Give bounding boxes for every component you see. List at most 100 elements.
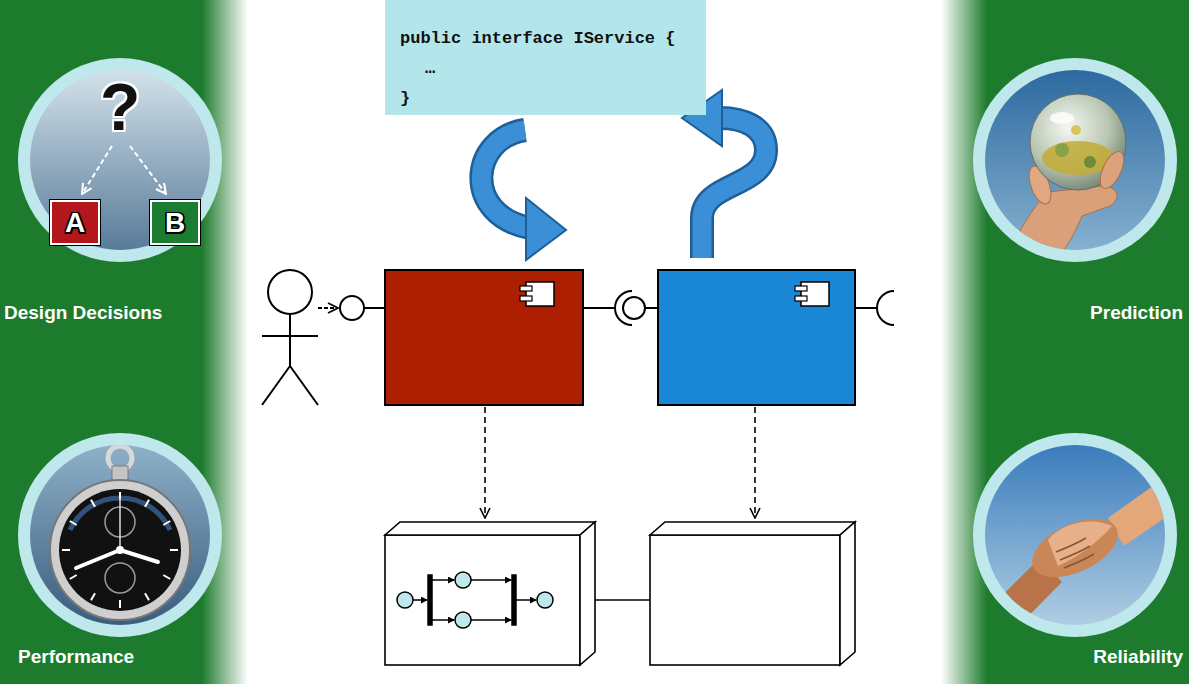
option-letter: B: [165, 208, 185, 238]
handshake-picture: [973, 433, 1182, 648]
provided-interface: [340, 296, 385, 320]
stopwatch: [163, 521, 170, 525]
reliability-circle: Reliability: [955, 430, 1189, 680]
design-decision-picture: [82, 146, 112, 194]
actor-figure: [289, 314, 291, 366]
handshake: [1056, 538, 1086, 552]
stopwatch: [76, 550, 120, 568]
crystal-ball: [1005, 94, 1129, 262]
petri-net: [537, 592, 553, 608]
petri-net: [516, 599, 536, 601]
resource-container: [650, 522, 855, 535]
stopwatch: [163, 575, 170, 579]
component-box: [520, 296, 532, 301]
crystal-ball: [1005, 186, 1117, 262]
usage-arrow: [481, 130, 530, 228]
petri-net: [512, 575, 516, 625]
assembly-connector: [583, 291, 658, 325]
usage-arrow: [682, 90, 766, 258]
stopwatch-picture: [18, 433, 222, 637]
handshake-picture: [973, 433, 1177, 637]
actor-figure: [262, 366, 290, 405]
design-decision-picture: [18, 58, 222, 262]
actor-figure: [318, 307, 338, 309]
component-box: [385, 270, 583, 405]
interface-code-box: public interface IService {…}: [385, 0, 706, 115]
stopwatch: [62, 492, 178, 608]
prediction-circle: Prediction: [955, 55, 1189, 330]
stopwatch: [145, 500, 149, 507]
crystal-ball-picture: [973, 58, 1177, 262]
petri-net: [455, 612, 471, 628]
component-box: [658, 270, 855, 405]
crystal-ball: [1055, 143, 1069, 157]
resource-container: [385, 522, 855, 665]
resource-container: [580, 522, 595, 665]
provided-interface: [364, 307, 385, 309]
handshake: [1056, 538, 1094, 568]
stopwatch: [120, 550, 158, 562]
crystal-ball: [1071, 125, 1081, 135]
handshake: [1048, 522, 1112, 566]
stopwatch: [119, 600, 121, 608]
resource-container: [840, 522, 855, 665]
stopwatch: [62, 549, 70, 551]
circle-caption: Reliability: [955, 646, 1189, 668]
petri-net: [397, 572, 553, 628]
actor-figure: [268, 270, 312, 314]
stopwatch: [50, 446, 190, 620]
required-interface: [877, 291, 894, 325]
actor-figure: [290, 366, 318, 405]
stopwatch: [170, 549, 178, 551]
stopwatch: [91, 500, 95, 507]
question-mark: ?: [100, 72, 140, 142]
design-decision-picture: [130, 146, 166, 194]
crystal-ball: [1050, 112, 1074, 124]
component-box: [795, 296, 807, 301]
option-box: B: [150, 200, 200, 245]
assembly-connector: [623, 297, 645, 319]
handshake: [1108, 468, 1182, 546]
stopwatch: [105, 563, 135, 593]
design-decision-picture: [30, 70, 210, 250]
component-box: [385, 270, 583, 405]
resource-container: [650, 535, 840, 665]
stopwatch: [59, 489, 181, 611]
handshake: [1064, 554, 1094, 568]
deployment-arrow: [754, 407, 756, 518]
stopwatch: [116, 546, 124, 554]
deployment-arrow: [484, 407, 486, 518]
usage-arrow: [481, 130, 566, 260]
circle-caption: Design Decisions: [0, 302, 240, 324]
stopwatch: [70, 521, 77, 525]
petri-net: [455, 572, 471, 588]
petri-net: [413, 599, 427, 601]
performance-circle: Performance: [0, 430, 240, 680]
actor-figure: [262, 270, 338, 405]
stopwatch: [70, 575, 77, 579]
option-box: A: [50, 200, 100, 245]
side-band: [941, 0, 987, 684]
actor-figure: [262, 335, 318, 337]
usage-arrow: [481, 130, 530, 228]
circle-caption: Performance: [0, 646, 240, 668]
code-line: public interface IService {: [385, 24, 706, 54]
usage-arrow: [526, 198, 566, 260]
stopwatch: [119, 498, 121, 550]
handshake: [1023, 507, 1127, 589]
assembly-connector: [645, 307, 658, 309]
petri-net: [432, 579, 454, 581]
stopwatch-picture: [30, 445, 210, 625]
code-line: …: [385, 54, 706, 84]
component-box: [520, 286, 532, 291]
petri-net: [428, 575, 432, 625]
resource-container: [595, 599, 650, 601]
option-letter: A: [65, 208, 85, 238]
resource-container: [385, 535, 580, 665]
petri-net: [432, 619, 454, 621]
circle-caption: Prediction: [955, 302, 1189, 324]
petri-net: [397, 592, 413, 608]
provided-interface: [340, 296, 364, 320]
